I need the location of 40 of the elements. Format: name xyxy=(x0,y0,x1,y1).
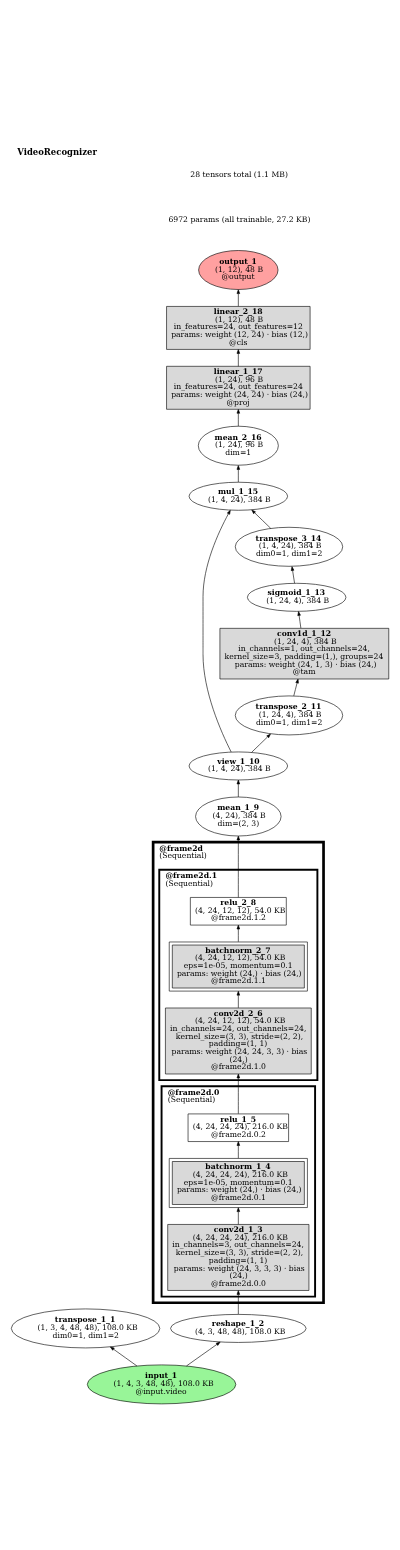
node-ellipse: input_1 (1, 4, 3, 48, 48), 108.0 KB @input.video xyxy=(87,1364,237,1405)
arrow xyxy=(110,1346,138,1367)
node-box: relu_1_5 (4, 24, 24, 24), 216.0 KB @frame2d.0.2 xyxy=(187,1113,289,1142)
arrow xyxy=(202,510,232,753)
node-box: linear_1_17 (1, 24), 96 B in_features=24, out_features=24 params: weight (24, 24) · bias (24,) @proj xyxy=(166,366,311,410)
arrow xyxy=(236,409,240,427)
node-ellipse: reshape_1_2 (4, 3, 48, 48), 108.0 KB xyxy=(170,1314,307,1343)
node-ellipse: transpose_3_14 (1, 4, 24), 384 B dim0=1, dim1=2 xyxy=(234,527,344,567)
arrow xyxy=(236,289,240,307)
label: 28 tensors total (1.1 MB) xyxy=(190,170,288,180)
node-box: relu_2_8 (4, 24, 12, 12), 54.0 KB @frame2d.1.2 xyxy=(190,897,287,926)
arrow xyxy=(236,1141,240,1159)
arrow xyxy=(236,1073,240,1114)
arrow xyxy=(293,678,299,697)
node-ellipse: sigmoid_1_13 (1, 24, 4), 384 B xyxy=(247,583,347,612)
node-ellipse: output_1 (1, 12), 48 B @output xyxy=(198,250,279,290)
node-ellipse: mean_1_9 (4, 24), 384 B dim=(2, 3) xyxy=(195,796,282,837)
arrow xyxy=(236,1207,240,1225)
arrow xyxy=(236,924,240,943)
node-ellipse: mul_1_15 (1, 4, 24), 384 B xyxy=(188,481,288,511)
arrow xyxy=(236,779,240,798)
node-ellipse: mean_2_16 (1, 24), 96 B dim=1 xyxy=(198,425,279,466)
arrow xyxy=(236,1290,240,1315)
arrow xyxy=(297,611,302,629)
node-ellipse: view_1_10 (1, 4, 24), 384 B xyxy=(188,751,288,781)
arrow xyxy=(251,733,271,753)
diagram-title: VideoRecognizer xyxy=(17,147,97,158)
node-box: conv2d_1_3 (4, 24, 24, 24), 216.0 KB in_channels=3, out_channels=24, kernel_size=(3, 3), stride=(2, 2), padding=(1, 1) params: weight (24, 3, 3, 3) · bias (24,) @frame2d.0.0 xyxy=(167,1224,310,1291)
node-ellipse: transpose_2_11 (1, 24, 4), 384 B dim0=1, dim1=2 xyxy=(234,695,344,736)
label: 6972 params (all trainable, 27.2 KB) xyxy=(168,214,311,224)
arrow xyxy=(236,835,240,898)
arrow xyxy=(236,349,240,367)
arrow xyxy=(290,566,295,584)
node-box: conv2d_2_6 (4, 24, 12, 12), 54.0 KB in_channels=24, out_channels=24, kernel_size=(3, 3), stride=(2, 2), padding=(1, 1) params: weight (24, 24, 3, 3) · bias (24,) @frame2d.1.0 xyxy=(165,1007,312,1075)
arrow xyxy=(236,991,240,1009)
arrow xyxy=(251,509,271,529)
arrow xyxy=(236,465,240,483)
arrow xyxy=(186,1341,221,1367)
node-box: linear_2_18 (1, 12), 48 B in_features=24, out_features=12 params: weight (12, 24) · bias (12,) @cls xyxy=(166,306,311,350)
node-box: conv1d_1_12 (1, 24, 4), 384 B in_channels=1, out_channels=24, kernel_size=3, padding=(1,), groups=24 params: weight (24, 1, 3) · bias (24,) @tam xyxy=(219,628,390,680)
